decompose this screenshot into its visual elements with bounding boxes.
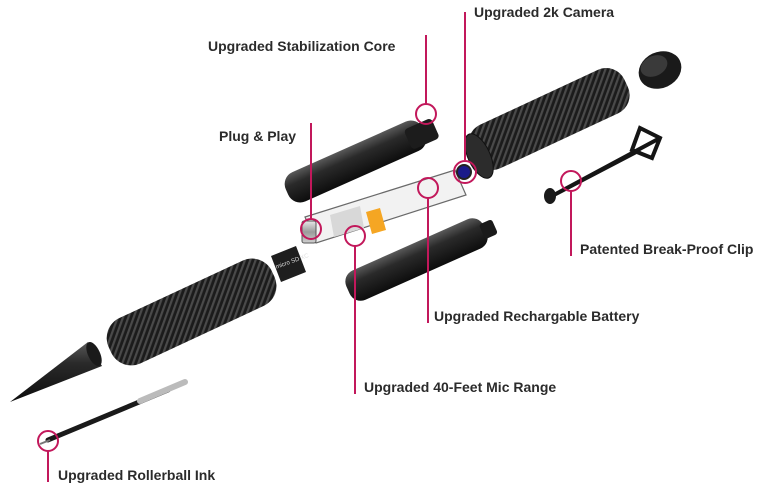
- label-camera: Upgraded 2k Camera: [474, 4, 615, 20]
- camera-module: [301, 164, 472, 244]
- label-clip: Patented Break-Proof Clip: [580, 241, 754, 257]
- mic-tube: [345, 218, 498, 301]
- ink-refill: [39, 379, 188, 445]
- end-cap: [638, 51, 682, 89]
- callouts: [37, 12, 582, 482]
- stabilization-tube: [284, 119, 439, 203]
- rear-barrel: [464, 67, 630, 179]
- main-barrel: [106, 258, 277, 366]
- label-battery: Upgraded Rechargable Battery: [434, 308, 640, 324]
- label-mic-range: Upgraded 40-Feet Mic Range: [364, 379, 557, 395]
- clip: [544, 125, 663, 204]
- label-plug-play: Plug & Play: [219, 128, 297, 144]
- pen-tip: [10, 341, 102, 402]
- label-stabilization-core: Upgraded Stabilization Core: [208, 38, 396, 54]
- label-rollerball-ink: Upgraded Rollerball Ink: [58, 467, 216, 483]
- micro-sd-card: micro SD XC: [271, 246, 310, 282]
